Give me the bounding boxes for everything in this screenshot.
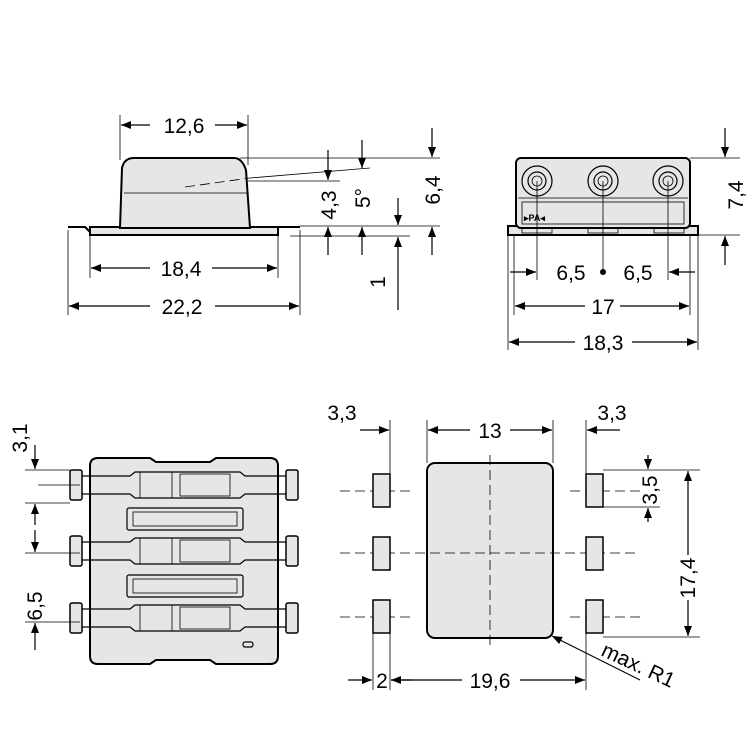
dim-pad-span: 19,6 [470, 670, 511, 693]
pad-left-2 [372, 536, 391, 571]
dim-total-height: 6,4 [422, 175, 445, 205]
dim-pitch-left: 6,5 [556, 262, 585, 285]
top-view: 3,1 6,5 [9, 423, 299, 665]
footprint: 3,3 13 3,3 3,5 17,4 2 19,6 max. R1 [327, 402, 700, 693]
dim-width-top: 12,6 [164, 115, 205, 138]
dim-pitch-right: 6,5 [623, 262, 652, 285]
side-view: 12,6 18,4 22,2 4,3 5° 1 6,4 [67, 115, 445, 319]
dim-angle: 5° [352, 188, 375, 208]
dim-inner-width: 17 [591, 296, 614, 319]
top-housing [89, 457, 279, 665]
contact-row-3 [69, 602, 299, 634]
dim-pad-offset-left: 3,3 [327, 402, 356, 425]
pad-right-3 [585, 599, 604, 634]
release-slot-2 [126, 574, 244, 598]
dim-pad-length: 3,5 [639, 475, 662, 504]
dim-pad-offset-right: 3,3 [597, 402, 626, 425]
marking-label: ▸PA◂ [523, 213, 545, 223]
dim-total-height: 17,4 [677, 557, 700, 598]
pad-left-1 [372, 473, 391, 508]
pad-left-3 [372, 599, 391, 634]
dim-outer-base: 22,2 [162, 296, 203, 319]
release-slot-1 [126, 507, 244, 531]
front-view: ▸PA◂ 7,4 6,5 6,5 17 18,3 [507, 128, 748, 355]
dim-body-height: 4,3 [318, 190, 341, 219]
contact-row-2 [69, 535, 299, 567]
dim-foot: 1 [367, 276, 390, 288]
dim-outer-width: 18,3 [583, 332, 624, 355]
dim-front-height: 7,4 [725, 180, 748, 210]
dim-edge-offset: 3,1 [9, 423, 32, 452]
pad-right-1 [585, 473, 604, 508]
pad-right-2 [585, 536, 604, 571]
dim-inner-base: 18,4 [161, 258, 202, 281]
dim-pad-width: 2 [376, 670, 388, 693]
dim-body-width: 13 [478, 420, 501, 443]
dim-row-pitch: 6,5 [24, 591, 47, 620]
